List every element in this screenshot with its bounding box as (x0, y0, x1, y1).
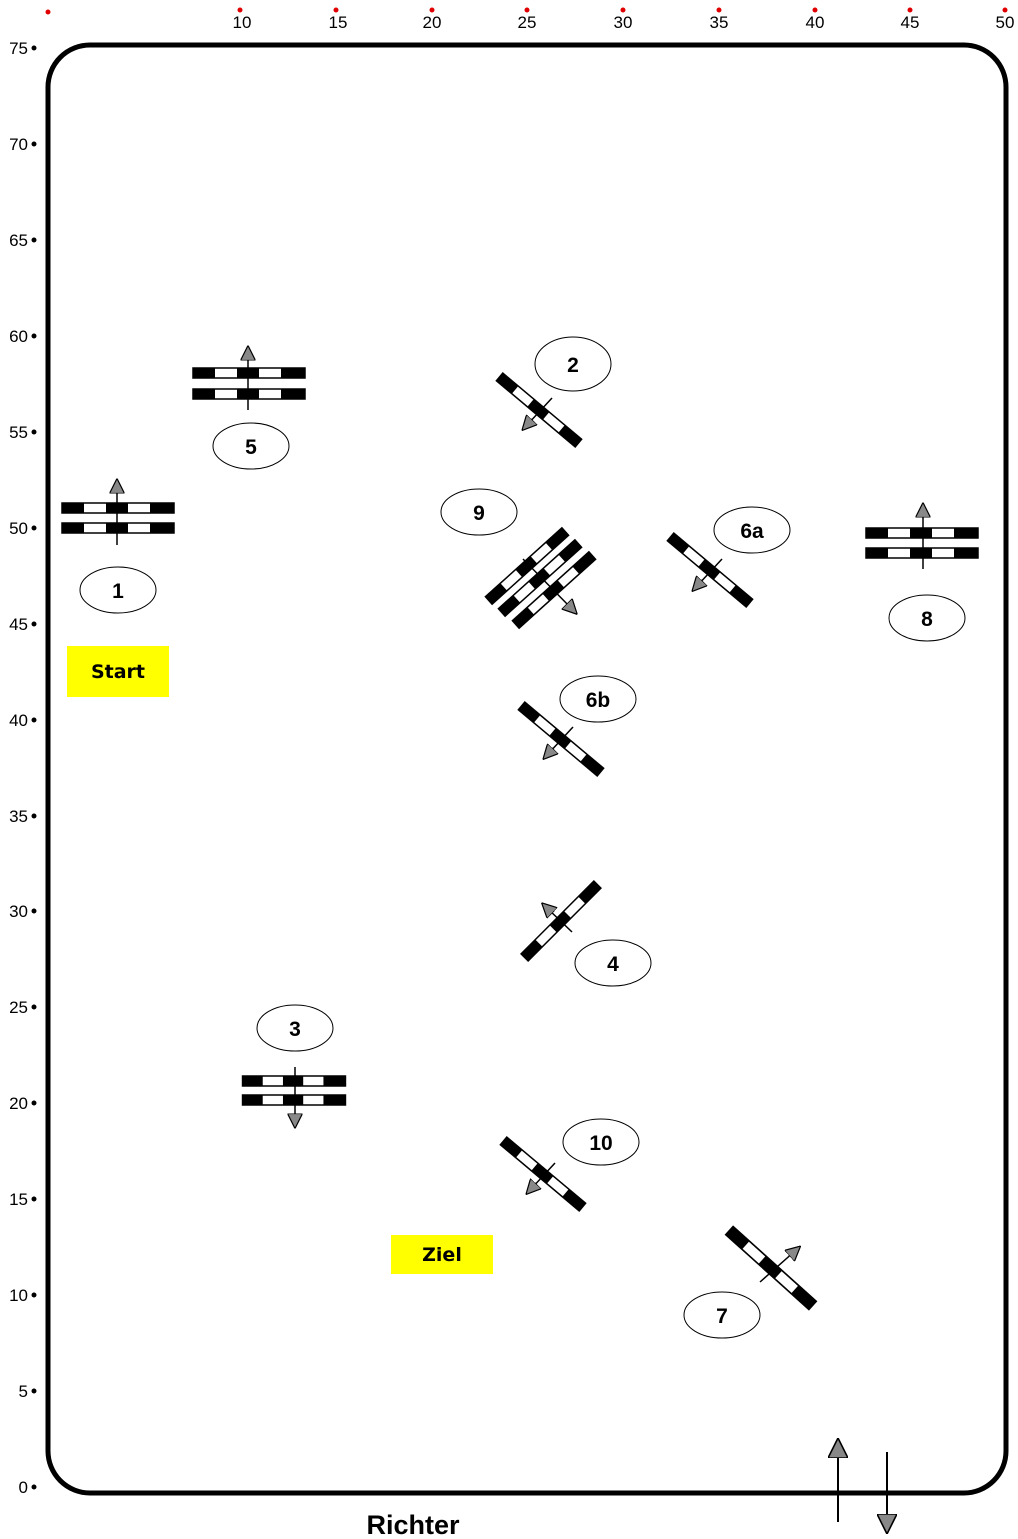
y-tick-label: 50 (9, 519, 28, 538)
entry-exit-arrows (838, 1448, 887, 1524)
x-tick-label: 15 (329, 13, 348, 32)
x-tick-label: 25 (518, 13, 537, 32)
y-axis: 75 70 65 60 55 50 45 40 35 30 25 20 15 1… (9, 39, 37, 1497)
y-tick-label: 40 (9, 711, 28, 730)
obstacle-7 (724, 1225, 818, 1311)
y-tick-label: 10 (9, 1286, 28, 1305)
obstacle-9 (484, 527, 597, 629)
obstacle-4 (520, 880, 602, 962)
y-tick-label: 75 (9, 39, 28, 58)
obstacle-number-label: 6a (740, 520, 764, 543)
obstacle-8-number: 8 (888, 594, 966, 642)
obstacle-2 (495, 372, 583, 448)
obstacle-number-label: 2 (567, 354, 579, 377)
arena-boundary (45, 42, 1009, 1496)
x-tick-label: 35 (710, 13, 729, 32)
obstacle-9-number: 9 (440, 488, 518, 536)
obstacle-number-label: 4 (607, 953, 619, 976)
obstacle-2-number: 2 (534, 336, 612, 392)
x-axis: 10 15 20 25 30 35 40 45 50 (233, 7, 1015, 32)
y-tick-label: 5 (19, 1382, 28, 1401)
obstacle-1-number: 1 (79, 566, 157, 614)
obstacle-10 (499, 1136, 587, 1212)
judge-label: Richter (366, 1510, 460, 1539)
y-tick-label: 70 (9, 135, 28, 154)
x-tick-label: 30 (614, 13, 633, 32)
start-marker: Start (67, 646, 169, 697)
obstacle-6b (517, 701, 605, 777)
obstacle-number-label: 1 (112, 580, 124, 603)
x-tick-label: 20 (423, 13, 442, 32)
obstacle-3 (241, 1067, 347, 1121)
obstacle-number-label: 6b (586, 689, 611, 712)
obstacle-number-label: 10 (589, 1132, 612, 1155)
obstacle-number-label: 9 (473, 502, 485, 525)
obstacle-6a (666, 532, 754, 608)
y-tick-label: 55 (9, 423, 28, 442)
obstacle-7-number: 7 (683, 1291, 761, 1339)
y-tick-label: 60 (9, 327, 28, 346)
obstacle-1 (61, 486, 175, 545)
y-tick-label: 25 (9, 998, 28, 1017)
x-tick-label: 10 (233, 13, 252, 32)
origin-dot (45, 9, 51, 15)
y-tick-label: 65 (9, 231, 28, 250)
obstacle-3-number: 3 (256, 1004, 334, 1052)
y-tick-label: 20 (9, 1094, 28, 1113)
obstacle-6b-number: 6b (559, 675, 637, 723)
x-tick-label: 40 (806, 13, 825, 32)
obstacle-number-label: 8 (921, 608, 933, 631)
obstacle-8 (865, 510, 979, 569)
obstacle-number-label: 7 (716, 1305, 728, 1328)
start-label: Start (91, 661, 145, 683)
finish-marker: Ziel (391, 1235, 493, 1274)
obstacle-number-label: 3 (289, 1018, 301, 1041)
obstacle-6a-number: 6a (713, 506, 791, 554)
obstacle-10-number: 10 (562, 1118, 640, 1166)
y-tick-label: 15 (9, 1190, 28, 1209)
y-tick-label: 45 (9, 615, 28, 634)
y-tick-label: 0 (19, 1478, 28, 1497)
x-tick-label: 50 (996, 13, 1015, 32)
obstacle-5-number: 5 (212, 422, 290, 470)
y-tick-label: 30 (9, 902, 28, 921)
x-tick-label: 45 (901, 13, 920, 32)
obstacle-4-number: 4 (574, 939, 652, 987)
obstacle-5 (192, 353, 306, 410)
obstacle-number-label: 5 (245, 436, 257, 459)
finish-label: Ziel (422, 1244, 462, 1266)
y-tick-label: 35 (9, 807, 28, 826)
